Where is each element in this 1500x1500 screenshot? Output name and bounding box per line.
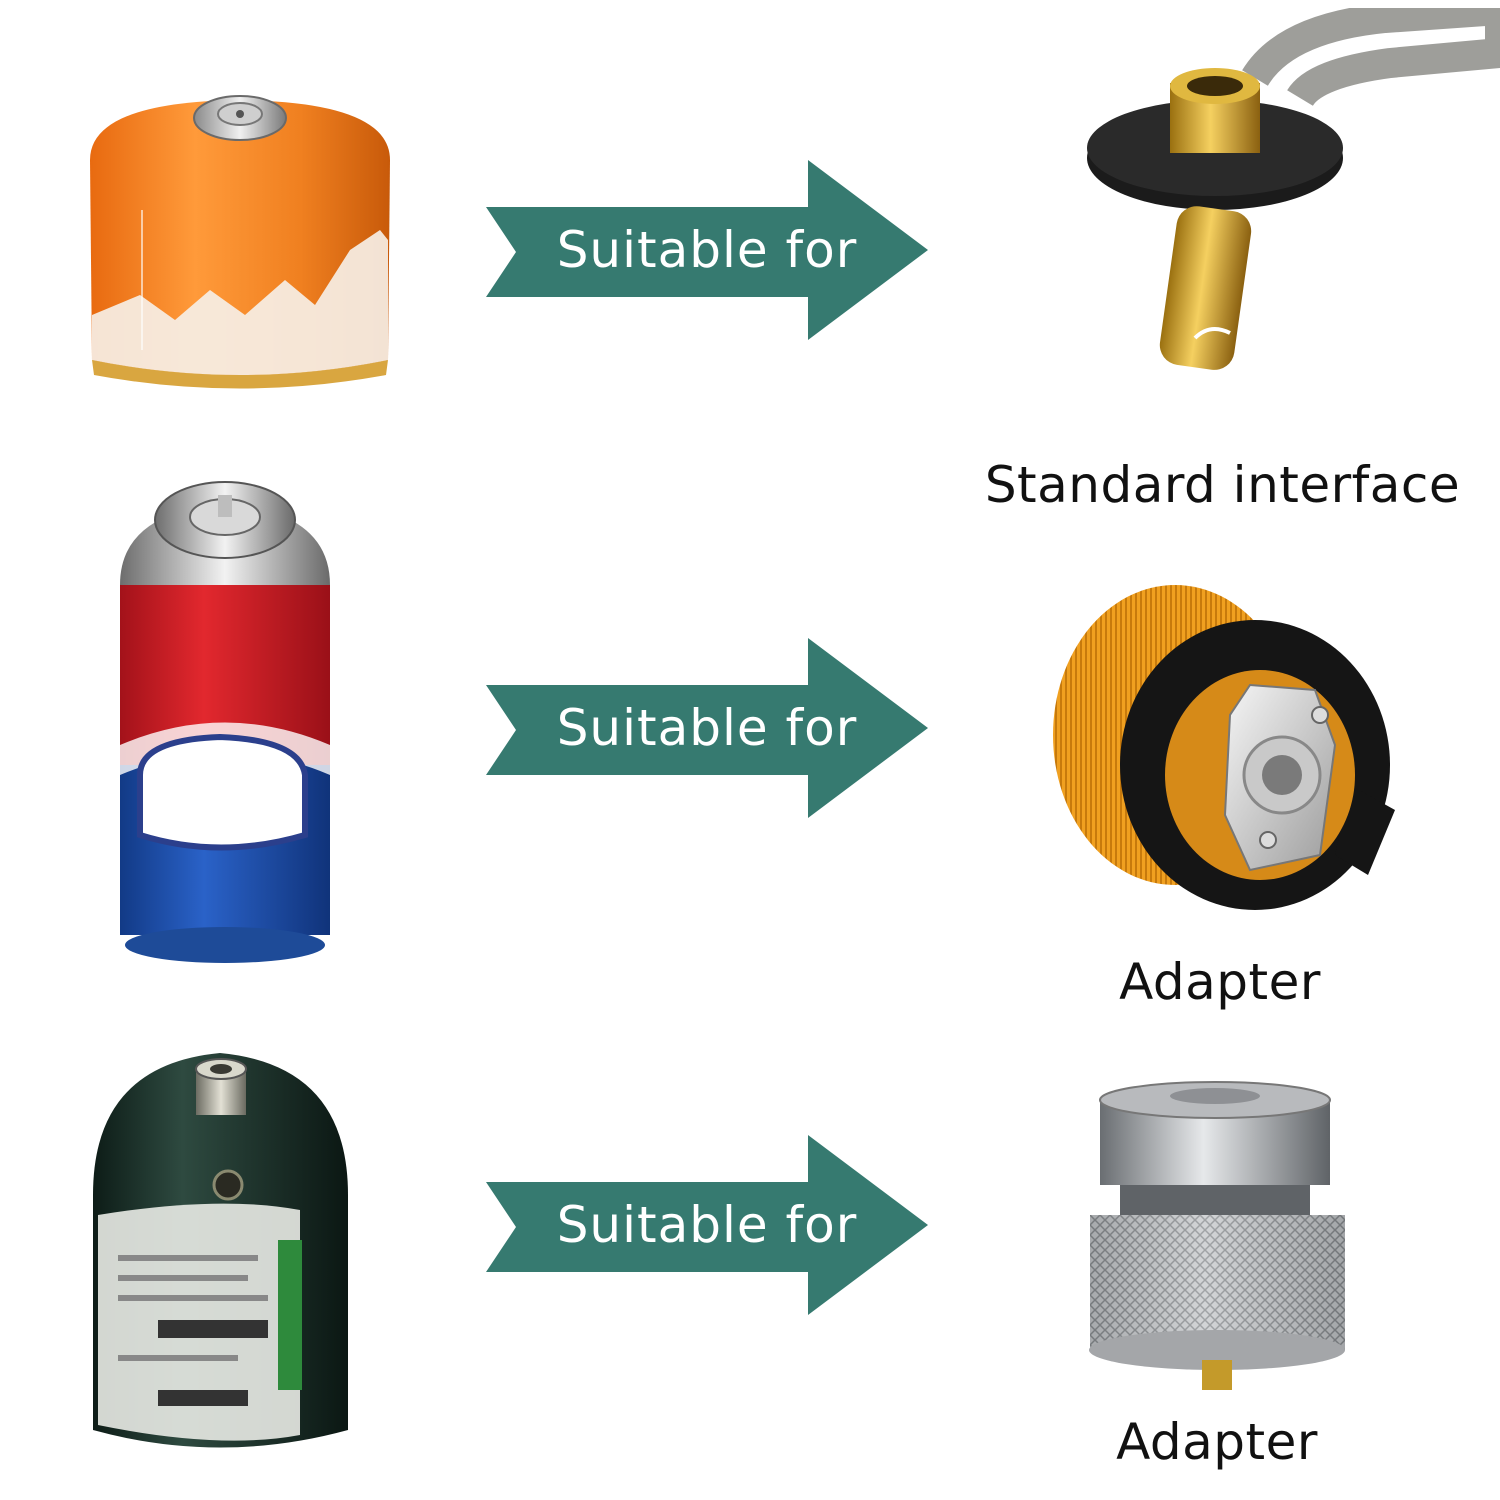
- arrow-label: Suitable for: [556, 1196, 858, 1254]
- suitable-for-arrow-1: Suitable for: [486, 160, 928, 340]
- suitable-for-arrow-2: Suitable for: [486, 638, 928, 818]
- bayonet-adapter-image: [1050, 585, 1400, 915]
- caption-adapter-1: Adapter: [1119, 953, 1321, 1011]
- arrow-label: Suitable for: [556, 699, 858, 757]
- arrow-label: Suitable for: [556, 221, 858, 279]
- caption-standard-interface: Standard interface: [984, 456, 1461, 514]
- knurled-adapter-image: [1085, 1080, 1355, 1390]
- butane-canister-image: [110, 475, 340, 965]
- standard-interface-image: [1085, 8, 1500, 388]
- suitable-for-arrow-3: Suitable for: [486, 1135, 928, 1315]
- orange-canister-image: [80, 90, 400, 400]
- propane-bottle-image: [88, 1045, 353, 1460]
- caption-adapter-2: Adapter: [1116, 1413, 1318, 1471]
